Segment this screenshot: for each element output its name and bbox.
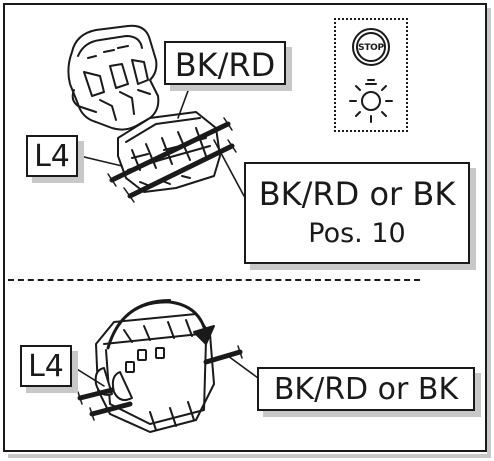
leader-l4-top: [80, 156, 122, 166]
leader-bkrd-bk-bottom: [228, 356, 258, 378]
label-bkrd-top: BK/RD: [164, 41, 286, 85]
section-divider: [8, 279, 420, 281]
stop-sign-label: STOP: [350, 43, 392, 53]
bottom-connector-drawing: [96, 300, 214, 432]
label-l4-bottom: L4: [20, 345, 72, 387]
label-position: Pos. 10: [246, 216, 468, 251]
label-bkrd-or-bk-line1: BK/RD or BK: [246, 174, 468, 216]
label-l4-top: L4: [26, 135, 78, 177]
stop-warning-box: [334, 18, 408, 132]
connector-cover-drawing: [68, 26, 158, 130]
label-bkrd-or-bk-bottom: BK/RD or BK: [257, 367, 475, 411]
label-bkrd-or-bk-top: BK/RD or BK Pos. 10: [244, 162, 470, 264]
